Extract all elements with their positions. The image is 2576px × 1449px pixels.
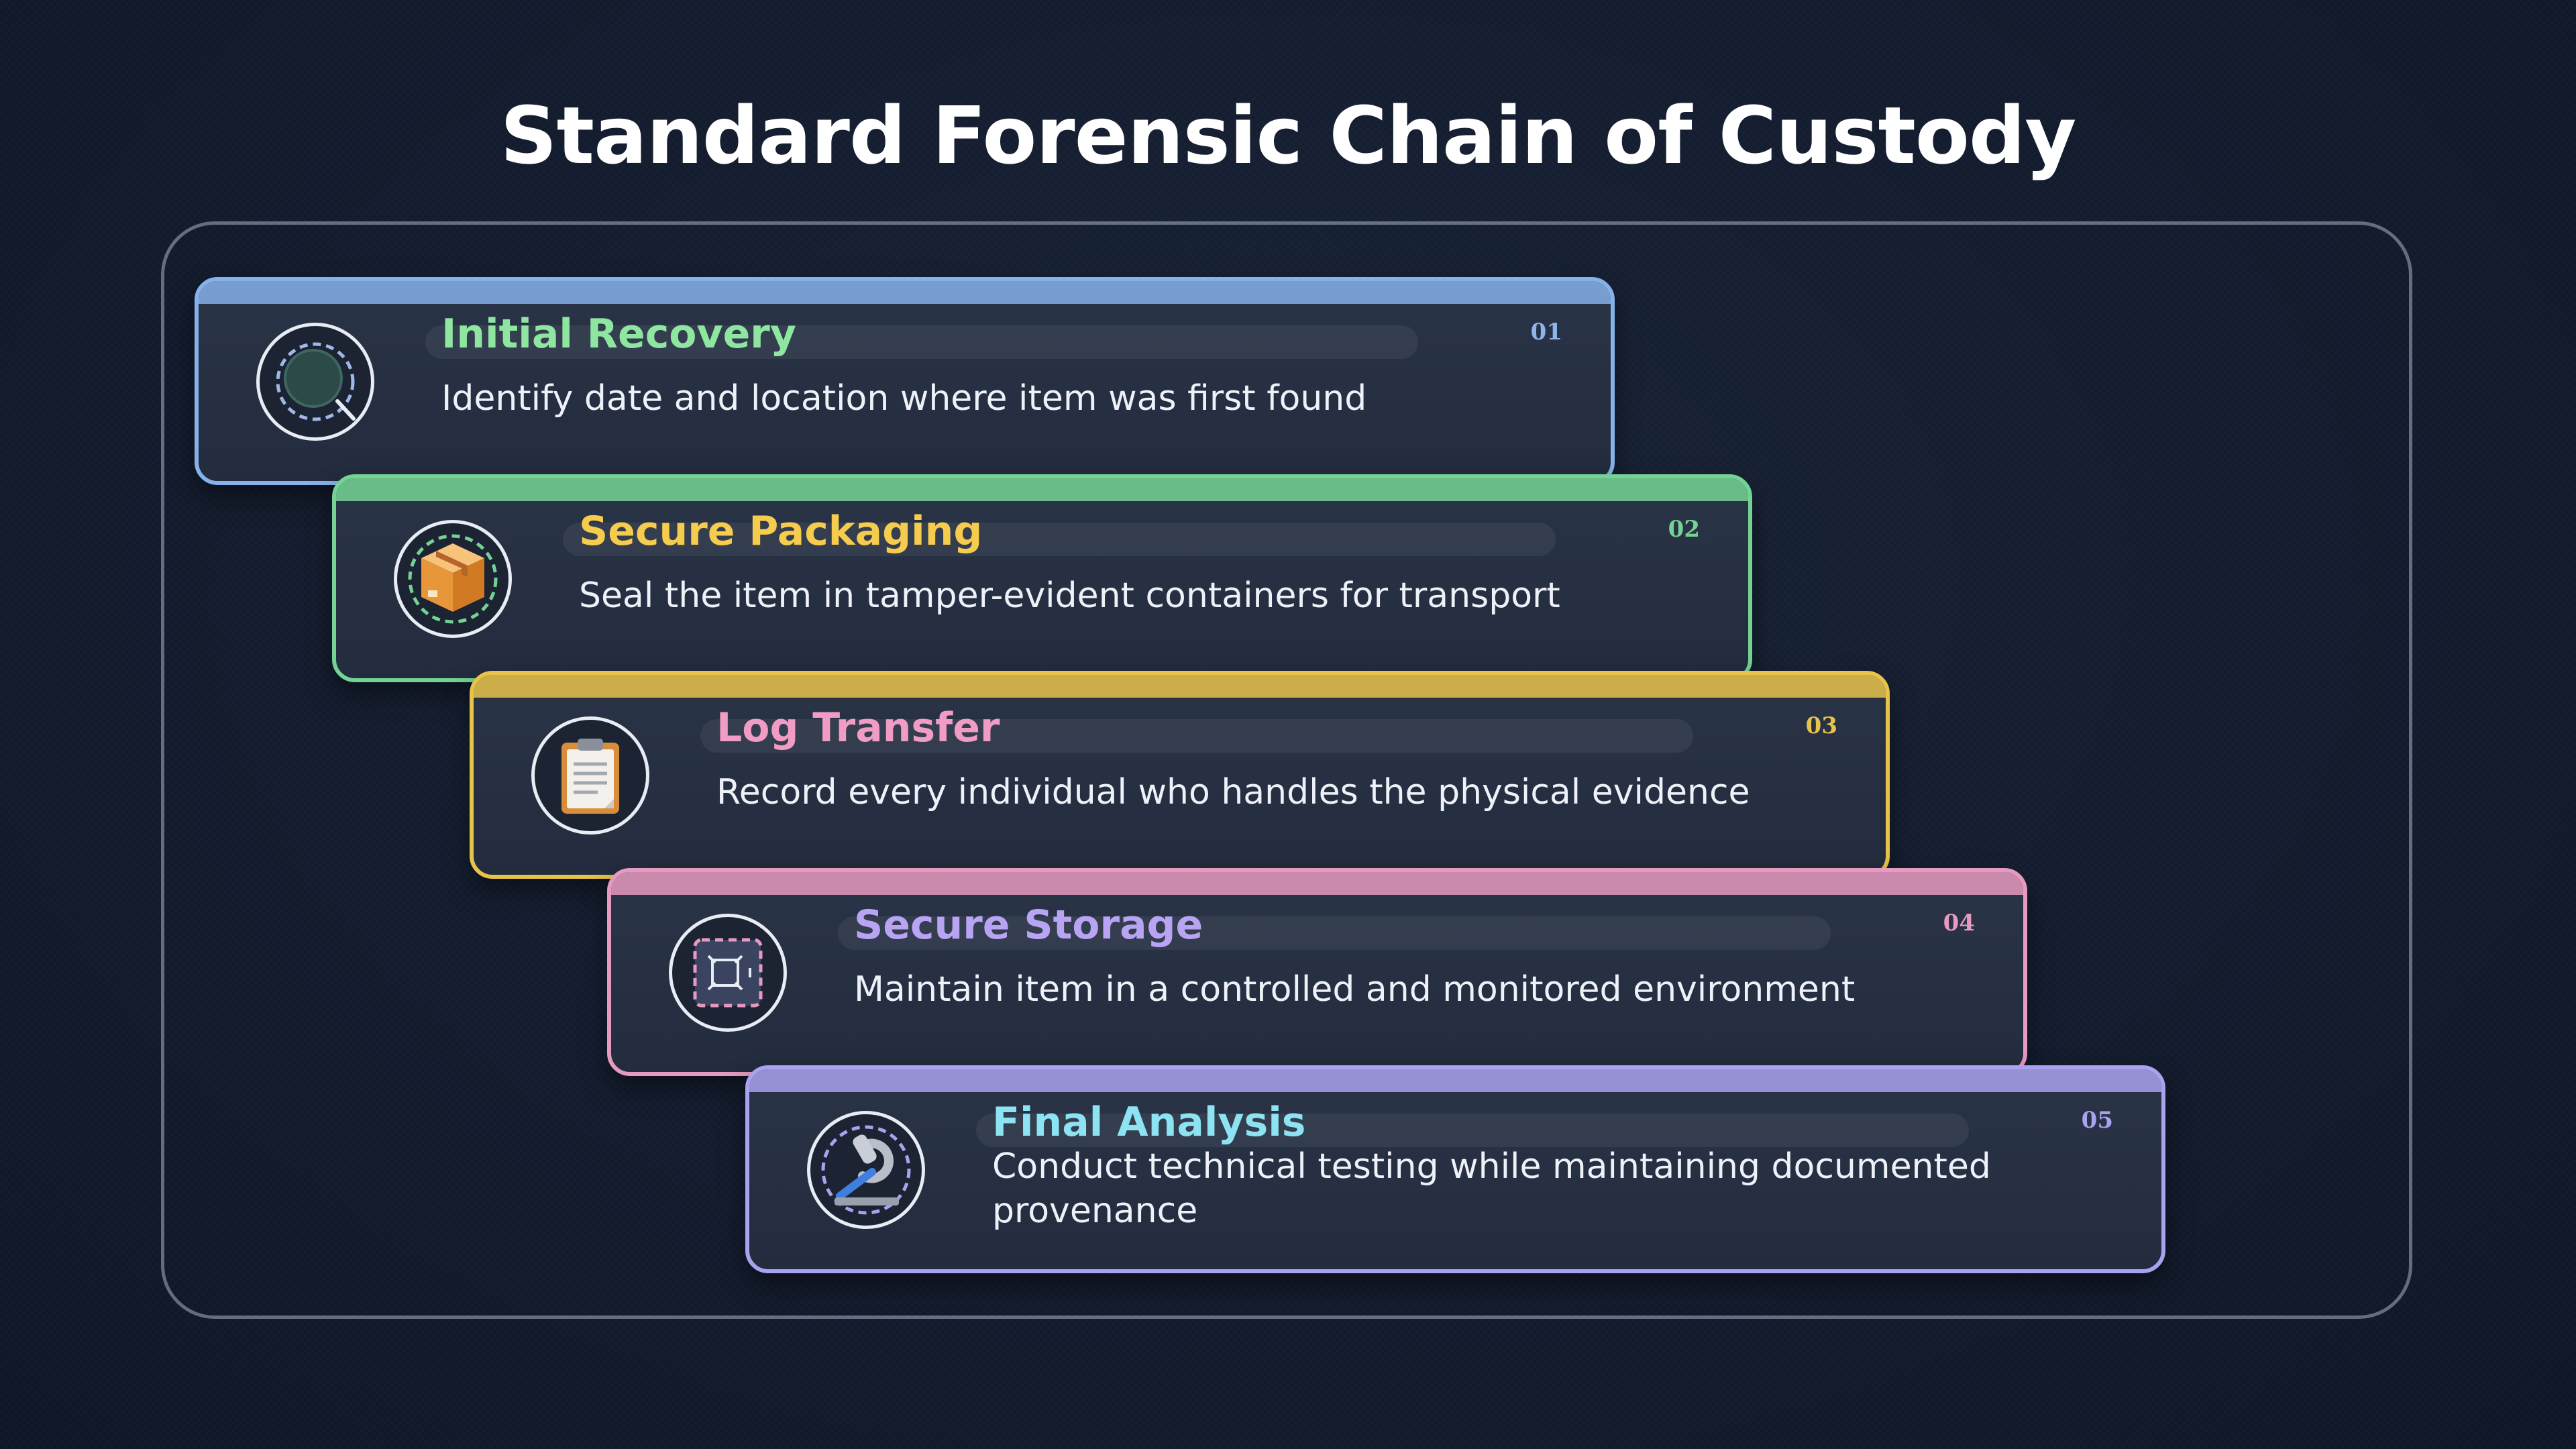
clipboard-icon	[561, 739, 619, 814]
step-description: Record every individual who handles the …	[716, 772, 1750, 812]
step-title: Secure Packaging	[579, 508, 983, 555]
icon-badge	[669, 914, 787, 1032]
card-accent-bar	[611, 872, 2023, 895]
step-number: 01	[1530, 319, 1562, 345]
icon-badge	[531, 716, 649, 835]
card-accent-bar	[336, 478, 1748, 501]
step-description: Seal the item in tamper-evident containe…	[579, 576, 1560, 616]
step-card-final-analysis: Final Analysis Conduct technical testing…	[745, 1065, 2165, 1273]
step-description: Identify date and location where item wa…	[441, 378, 1367, 419]
package-icon	[408, 534, 498, 624]
card-accent-bar	[199, 281, 1611, 304]
step-card-log-transfer: Log Transfer Record every individual who…	[470, 671, 1890, 879]
title-highlight	[563, 523, 1556, 556]
step-number: 03	[1805, 712, 1837, 739]
step-title: Final Analysis	[992, 1099, 1306, 1146]
title-highlight	[976, 1114, 1969, 1147]
step-description: Conduct technical testing while maintain…	[992, 1146, 1991, 1231]
step-number: 05	[2081, 1107, 2113, 1134]
card-accent-bar	[749, 1069, 2161, 1092]
step-description: Maintain item in a controlled and monito…	[854, 969, 1856, 1010]
step-card-initial-recovery: Initial Recovery Identify date and locat…	[195, 277, 1615, 485]
page-title: Standard Forensic Chain of Custody	[500, 89, 2077, 182]
icon-badge	[256, 323, 374, 441]
storage-box-icon	[693, 938, 763, 1008]
step-title: Secure Storage	[854, 902, 1203, 949]
title-highlight	[838, 916, 1831, 950]
title-highlight	[425, 325, 1418, 359]
step-card-secure-packaging: Secure Packaging Seal the item in tamper…	[332, 474, 1752, 682]
title-highlight	[700, 719, 1693, 753]
icon-badge	[394, 520, 512, 638]
step-card-secure-storage: Secure Storage Maintain item in a contro…	[607, 868, 2027, 1076]
step-title: Log Transfer	[716, 704, 1000, 751]
microscope-icon	[821, 1125, 911, 1215]
step-title: Initial Recovery	[441, 311, 796, 358]
icon-badge	[807, 1111, 925, 1229]
step-number: 04	[1943, 910, 1975, 936]
magnifier-icon	[276, 342, 356, 421]
diagram-frame	[161, 221, 2412, 1319]
card-accent-bar	[474, 675, 1886, 698]
step-number: 02	[1668, 516, 1700, 543]
